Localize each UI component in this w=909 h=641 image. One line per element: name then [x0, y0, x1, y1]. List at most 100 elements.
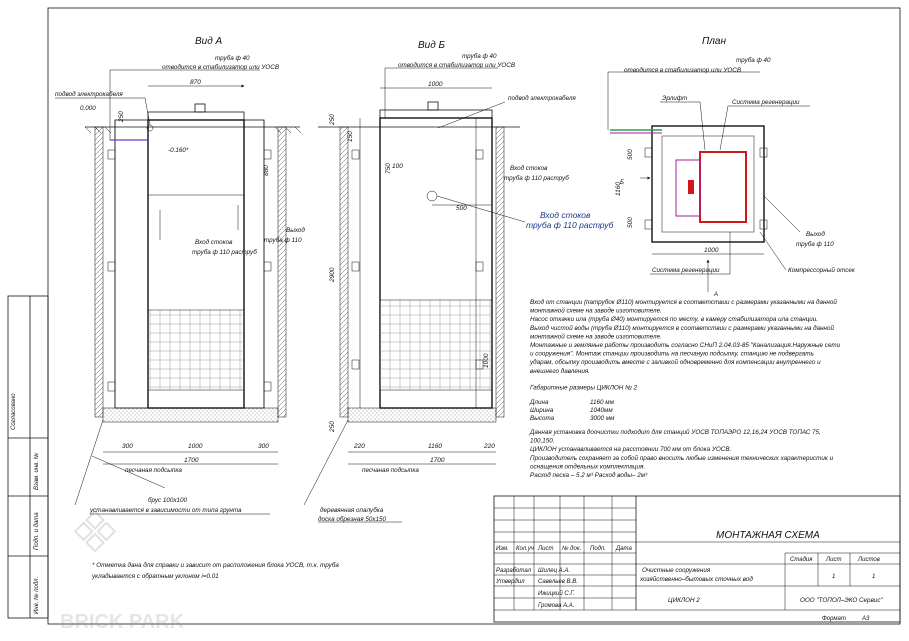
- dim-b-1700: 1700: [430, 457, 445, 464]
- plan-erlift: Эрлифт: [662, 95, 687, 102]
- plan-view: План Б А 500 1160 500 1000 труба ф 40 от…: [607, 36, 856, 298]
- dim-b-150: 150: [347, 131, 354, 142]
- note2-1-line-0: ЦИКЛОН устанавливается на расстоянии 700…: [530, 445, 731, 453]
- dim-b-250b: 250: [329, 421, 336, 433]
- stamp-project-1: Очистные сооружения: [642, 567, 711, 574]
- a-inlet: Вход стоков: [195, 238, 233, 246]
- side-label-agreed: Согласовано: [11, 393, 17, 430]
- a-inlet-pipe: труба ф 110 раструб: [192, 248, 257, 256]
- stamp-stage-h: Стадия: [790, 557, 813, 563]
- dim-a-width: 870: [190, 79, 201, 86]
- stamp-format-label: Формат: [822, 616, 846, 622]
- b-wood: деревянная опалубка: [320, 506, 384, 514]
- stamp-sheet-h: Лист: [825, 557, 841, 563]
- a-cable: подвод электрокабеля: [55, 90, 123, 98]
- dim-a-total: 1700: [184, 457, 199, 464]
- stamp-sheets-h: Листов: [857, 557, 880, 563]
- dimensions-title: Габаритные размеры ЦИКЛОН № 2: [530, 383, 638, 391]
- b-to-stab: отводится в стабилизатор или УОСВ: [398, 61, 515, 69]
- plan-arrow-a: А: [713, 292, 718, 298]
- dim-a-bl: 300: [122, 443, 133, 450]
- plan-arrow-b: Б: [620, 180, 624, 186]
- dimension-name-2: Высота: [530, 415, 555, 422]
- note2-2-line-1: оснащения отдельных комплектация.: [530, 462, 645, 470]
- a-outlet-pipe: труба ф 110: [264, 236, 302, 244]
- side-label-inv: Инв. № подл.: [33, 577, 40, 614]
- view-b-title: Вид Б: [418, 40, 446, 51]
- stamp-format: А3: [861, 616, 870, 622]
- dim-p-1160: 1160: [615, 182, 622, 196]
- note2-0-line-1: 100,150.: [530, 438, 555, 445]
- stamp-name-2: Савельев В.В.: [538, 579, 578, 585]
- plan-regen-bottom: Система регенерации: [652, 267, 720, 274]
- stamp-role-1: Разработал: [496, 568, 532, 574]
- dimension-name-1: Ширина: [530, 407, 554, 414]
- a-sand-1: песчаная подсыпка: [125, 466, 182, 474]
- a-beam: брус 100х100: [148, 496, 188, 504]
- stamp-sheets: 1: [872, 574, 875, 580]
- title-block: МОНТАЖНАЯ СХЕМА Изм. Кол.уч Лист № док. …: [493, 495, 901, 623]
- stamp-h-kol: Кол.уч: [516, 546, 534, 552]
- dim-b-220r: 220: [483, 443, 495, 450]
- stamp-h-izm: Изм.: [496, 546, 509, 552]
- dim-b-750: 750: [385, 163, 392, 174]
- dim-a-br: 300: [258, 443, 269, 450]
- dim-a-depth: 880: [263, 165, 270, 176]
- footnote-line-1: * Отметка дана для справки и зависит от …: [92, 561, 339, 569]
- note-0-line-0: Вход от станции (патрубок Ø110) монтируе…: [530, 298, 837, 306]
- note-1-line-0: Насос откачки ила (труба Ø40) монтируетс…: [530, 315, 818, 323]
- view-b: Вид Б 1000 250 150 100 750 500 2900 1000…: [303, 40, 615, 523]
- plan-to-stab: отводится в стабилизатор или УОСВ: [624, 66, 741, 74]
- dim-b-1000v: 1000: [483, 353, 490, 368]
- b-inlet-pipe: труба ф 110 раструб: [526, 220, 615, 230]
- stamp-h-doc: № док.: [562, 545, 581, 552]
- dim-b-2900: 2900: [329, 267, 336, 283]
- plan-outlet: Выход: [806, 230, 825, 238]
- plan-pipe40: труба ф 40: [736, 56, 771, 64]
- dimension-value-0: 1160 мм: [590, 399, 615, 406]
- b-cable: подвод электрокабеля: [508, 94, 576, 102]
- watermark: BRICK PARK: [60, 510, 185, 633]
- dim-b-100: 100: [392, 163, 403, 170]
- dim-a-top: 250: [118, 111, 125, 123]
- dim-b-top: 1000: [428, 81, 443, 88]
- stamp-name-4: Громова А.А.: [538, 603, 574, 609]
- stamp-name-1: Шилец А.А.: [538, 568, 570, 574]
- stamp-sheet: 1: [832, 574, 835, 580]
- footnote-line-2: укладывается с обратным уклоном i=0.01: [91, 572, 219, 580]
- b-inlet: Вход стоков: [540, 210, 591, 220]
- plan-outlet-pipe: труба ф 110: [796, 240, 834, 248]
- b-inlet-pipe-small: труба ф 110 раструб: [504, 174, 569, 182]
- watermark-text: BRICK PARK: [60, 611, 185, 633]
- a-pipe40: труба ф 40: [215, 54, 250, 62]
- a-beam-note: устанавливается в зависимости от типа гр…: [89, 507, 242, 514]
- dim-b-1160: 1160: [428, 443, 442, 450]
- a-level-zero: 0,000: [80, 105, 96, 112]
- plan-title: План: [702, 36, 726, 47]
- note-2-line-0: Выход чистой воды (труба Ø110) монтирует…: [530, 324, 835, 332]
- note-3-line-2: ударам, обсыпку производить вместе с зал…: [529, 358, 821, 366]
- dim-b-220l: 220: [353, 443, 365, 450]
- dim-p-500b: 500: [627, 217, 634, 228]
- stamp-name-3: Ижицкий С.Г.: [538, 590, 575, 597]
- note-3-line-0: Монтажные и земляные работы производить …: [530, 341, 841, 349]
- b-pipe40: труба ф 40: [462, 52, 497, 60]
- note2-0-line-0: Данная установка доочистки подходит для …: [529, 428, 821, 436]
- a-level-mark: -0.160*: [168, 147, 189, 154]
- dimension-value-2: 3000 мм: [590, 415, 615, 422]
- b-board: доска обрезная 50х150: [318, 515, 386, 523]
- side-stamp: Согласовано Взам. инв. № Подп. и дата Ин…: [7, 295, 49, 619]
- dim-p-1000: 1000: [704, 247, 719, 254]
- stamp-title: МОНТАЖНАЯ СХЕМА: [716, 530, 820, 541]
- plan-compressor: Компрессорный отсек: [788, 266, 856, 274]
- note2-3-line-0: Расход песка – 5.2 м³ Расход воды– 2м³: [530, 471, 648, 479]
- note-3-line-3: внешнего давления.: [530, 367, 590, 375]
- view-a: Вид А 870 300 1000 300: [55, 36, 305, 515]
- a-to-stab: отводится в стабилизатор или УОСВ: [162, 63, 279, 71]
- b-inlet-small: Вход стоков: [510, 164, 548, 172]
- note-2-line-1: монтажной схеме на заводе изготовителе.: [530, 332, 662, 340]
- dim-b-500: 500: [456, 205, 467, 212]
- stamp-product: ЦИКЛОН 2: [668, 597, 700, 604]
- stamp-h-list: Лист: [537, 546, 553, 552]
